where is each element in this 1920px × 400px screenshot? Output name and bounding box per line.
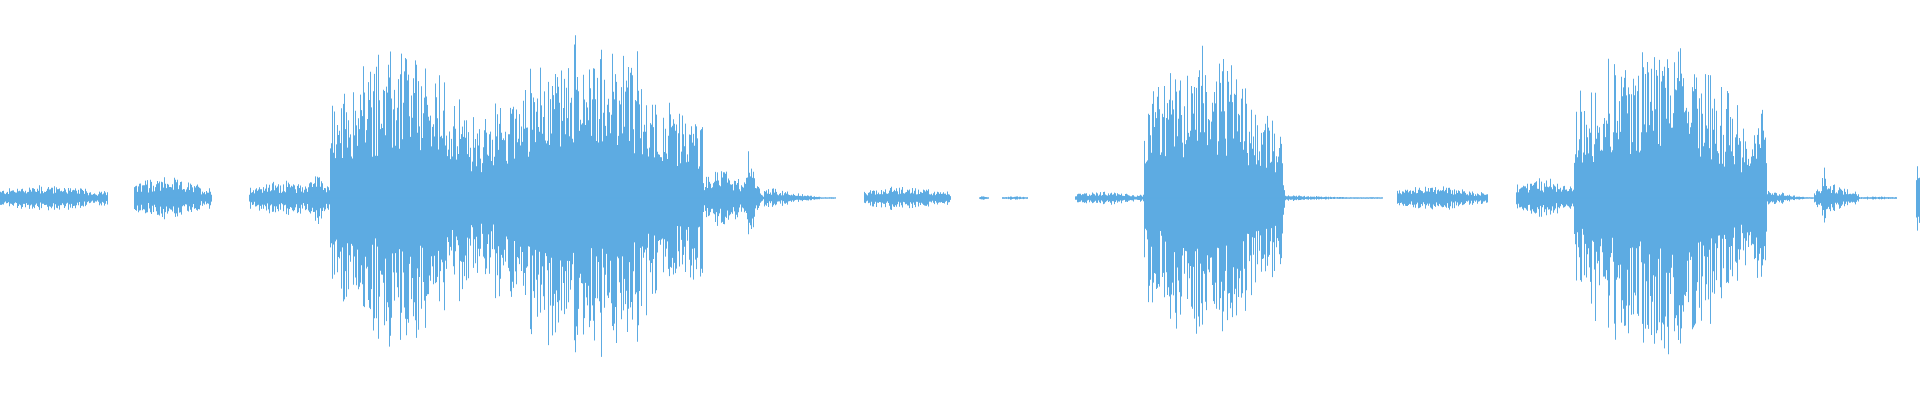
waveform-path — [0, 35, 1920, 357]
waveform-samples — [0, 35, 1920, 357]
